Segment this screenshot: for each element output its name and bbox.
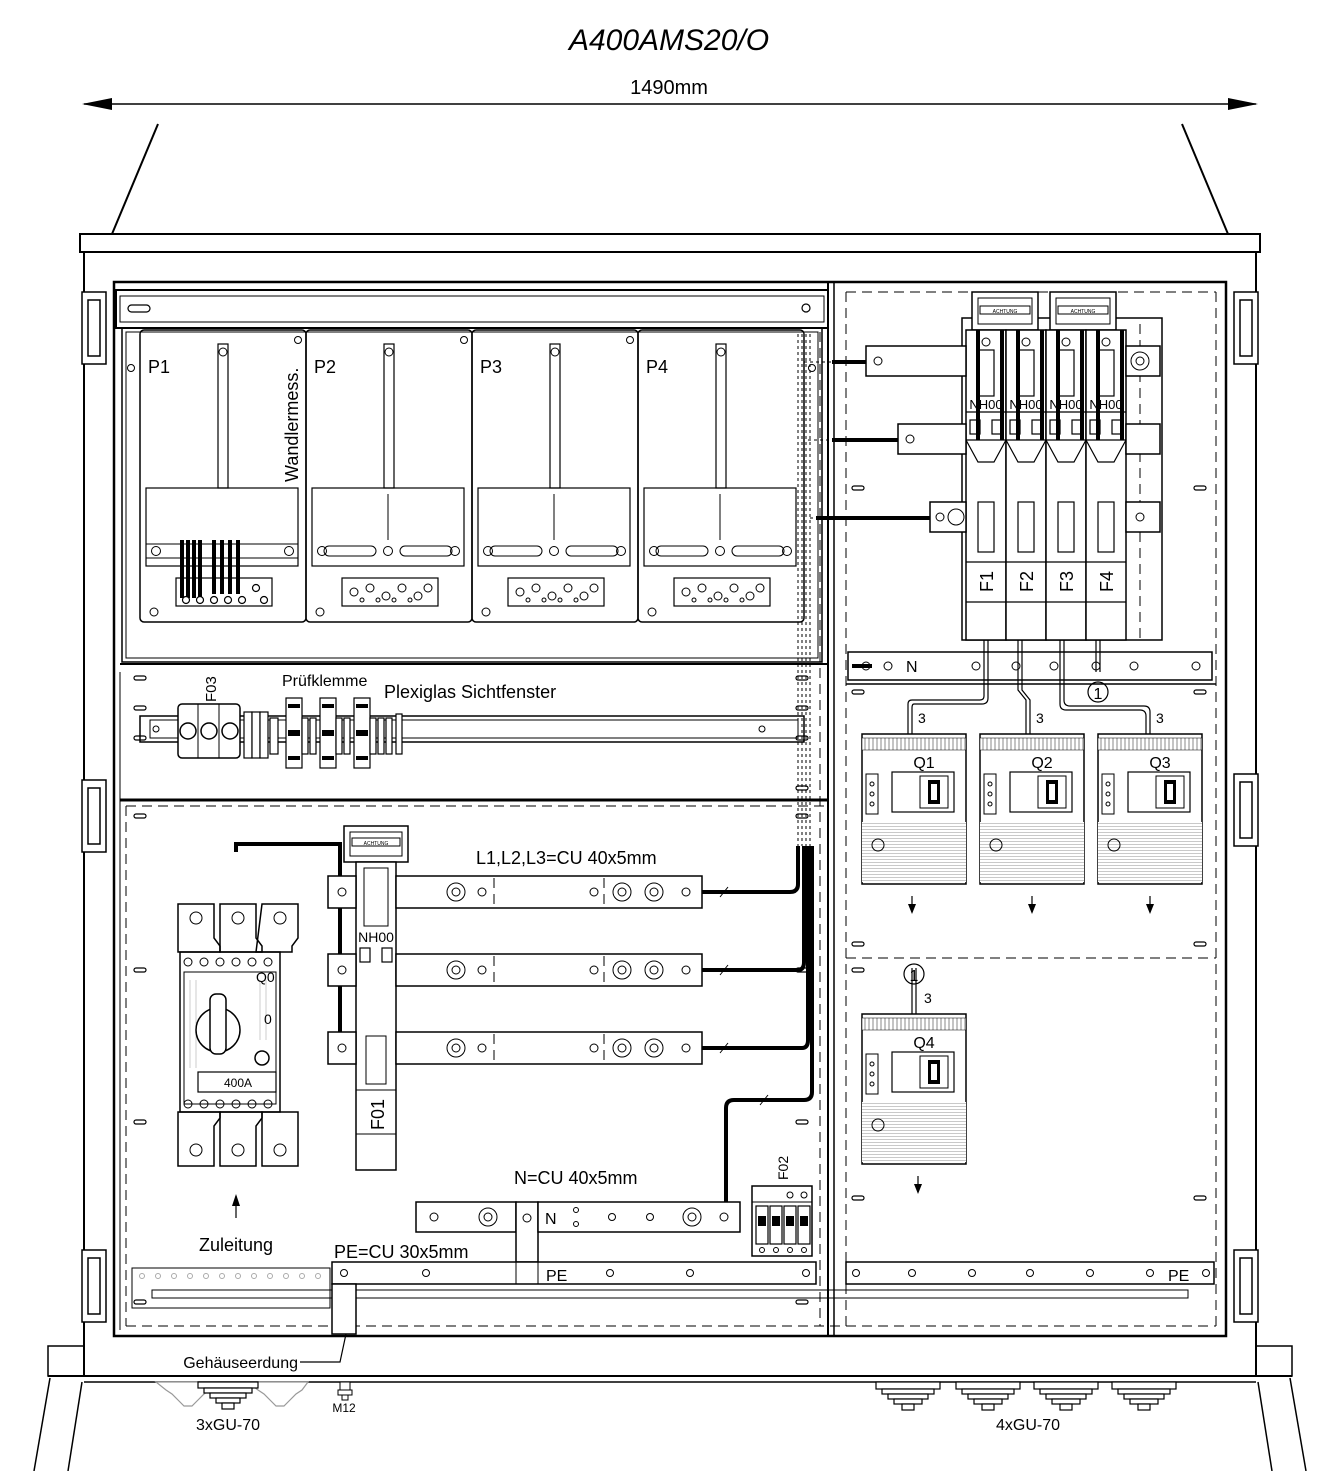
- bolt: [337, 1381, 353, 1401]
- supply-label: Zuleitung: [199, 1235, 273, 1255]
- breaker-label-q1: Q1: [913, 755, 934, 772]
- window-label: Plexiglas Sichtfenster: [384, 682, 556, 702]
- breaker-q3: Q3: [1097, 733, 1203, 914]
- pe-mark-right: PE: [1168, 1268, 1189, 1285]
- earthing-label: Gehäuseerdung: [183, 1355, 298, 1372]
- dimension-line: [82, 98, 1258, 110]
- fuse-label-f3: F3: [1057, 571, 1077, 592]
- breaker-wiring: [903, 640, 1151, 1014]
- strip-nh-4: NH00: [1089, 397, 1122, 412]
- pe-mark-left: PE: [546, 1268, 567, 1285]
- din-rail-section: F03 Prüfklemme Plexiglas Sichtfenster: [139, 673, 805, 769]
- meter-panel: P1 Wandlermess. P2: [115, 289, 829, 663]
- phase-busbar-label: L1,L2,L3=CU 40x5mm: [476, 848, 657, 868]
- fuse-label-f4: F4: [1097, 571, 1117, 592]
- bolt-label: M12: [332, 1401, 356, 1415]
- glands-right-label: 4xGU-70: [996, 1417, 1060, 1434]
- glands-left-label: 3xGU-70: [196, 1417, 260, 1434]
- neutral-mark: N: [545, 1211, 557, 1228]
- test-terminal: [243, 697, 403, 769]
- main-switch-q0: Q0 0 400A Zuleitung: [177, 842, 342, 1255]
- meter-p2: P2: [305, 329, 473, 623]
- breaker-q1: Q1: [861, 733, 967, 914]
- fuse-label-f2: F2: [1017, 571, 1037, 592]
- meter-p1: P1 Wandlermess.: [139, 329, 307, 623]
- breaker-label-q2: Q2: [1031, 755, 1052, 772]
- right-neutral-busbar: N: [847, 651, 1213, 681]
- poles-q1: 3: [918, 710, 926, 726]
- surge-f02: F02: [751, 1156, 813, 1257]
- earthing: Gehäuseerdung: [183, 1333, 347, 1372]
- strip-warning-left: ACHTUNG: [993, 309, 1018, 315]
- circle-ref-top: 1: [1094, 686, 1103, 703]
- poles-q4: 3: [924, 990, 932, 1006]
- f03-label: F03: [203, 676, 220, 702]
- q0-label: Q0: [256, 969, 275, 985]
- busbar-l1: [327, 875, 703, 909]
- glands-right: [875, 1381, 1177, 1411]
- q0-rating: 400A: [224, 1076, 252, 1090]
- strip-warning-right: ACHTUNG: [1071, 309, 1096, 315]
- fuse-f1: ACHTUNG: [971, 291, 1039, 331]
- f02-label: F02: [775, 1156, 791, 1180]
- test-terminal-label: Prüfklemme: [282, 673, 367, 690]
- meter-cables: [702, 334, 898, 1206]
- meter-p3: P3: [471, 329, 639, 623]
- neutral-busbar-label: N=CU 40x5mm: [514, 1168, 638, 1188]
- width-dimension: 1490mm: [630, 77, 708, 99]
- glands-left: [154, 1381, 310, 1410]
- q0-zero: 0: [264, 1011, 272, 1027]
- poles-q3: 3: [1156, 710, 1164, 726]
- neutral-busbar: N N=CU 40x5mm: [415, 1168, 741, 1279]
- pe-busbar-label: PE=CU 30x5mm: [334, 1242, 469, 1262]
- meter-label-p1: P1: [148, 357, 170, 377]
- f01-nh: NH00: [358, 929, 394, 945]
- fuse-label-f1: F1: [977, 571, 997, 592]
- meter-label-p2: P2: [314, 357, 336, 377]
- fuse-head-right: ACHTUNG: [1049, 291, 1117, 331]
- f01-warning: ACHTUNG: [364, 841, 389, 847]
- phase-busbars: L1,L2,L3=CU 40x5mm: [327, 848, 703, 1065]
- fuse-f03: F03: [177, 676, 241, 759]
- f01-label: F01: [368, 1099, 388, 1130]
- busbar-l3: [327, 1031, 703, 1065]
- fuse-strip: ACHTUNG ACHTUNG NH0: [816, 291, 1163, 641]
- breaker-label-q3: Q3: [1149, 755, 1170, 772]
- breaker-q4: Q4: [861, 1013, 967, 1194]
- meter-note: Wandlermess.: [282, 368, 302, 482]
- strip-nh-1: NH00: [969, 397, 1002, 412]
- fuse-f01: ACHTUNG NH00 F01: [343, 825, 409, 1171]
- drawing-title: A400AMS20/O: [567, 24, 769, 57]
- meter-label-p3: P3: [480, 357, 502, 377]
- circle-ref-bottom: 1: [910, 968, 919, 985]
- busbar-l2: [327, 953, 703, 987]
- right-neutral-mark: N: [906, 659, 918, 676]
- pe-busbar: PE PE=CU 30x5mm PE: [131, 1242, 1215, 1335]
- poles-q2: 3: [1036, 710, 1044, 726]
- strip-nh-2: NH00: [1009, 397, 1042, 412]
- breaker-label-q4: Q4: [913, 1035, 934, 1052]
- strip-nh-3: NH00: [1049, 397, 1082, 412]
- meter-p4: P4: [637, 329, 805, 623]
- hinges: [81, 291, 1259, 1323]
- meter-label-p4: P4: [646, 357, 668, 377]
- roof: [79, 123, 1261, 253]
- breaker-q2: Q2: [979, 733, 1085, 914]
